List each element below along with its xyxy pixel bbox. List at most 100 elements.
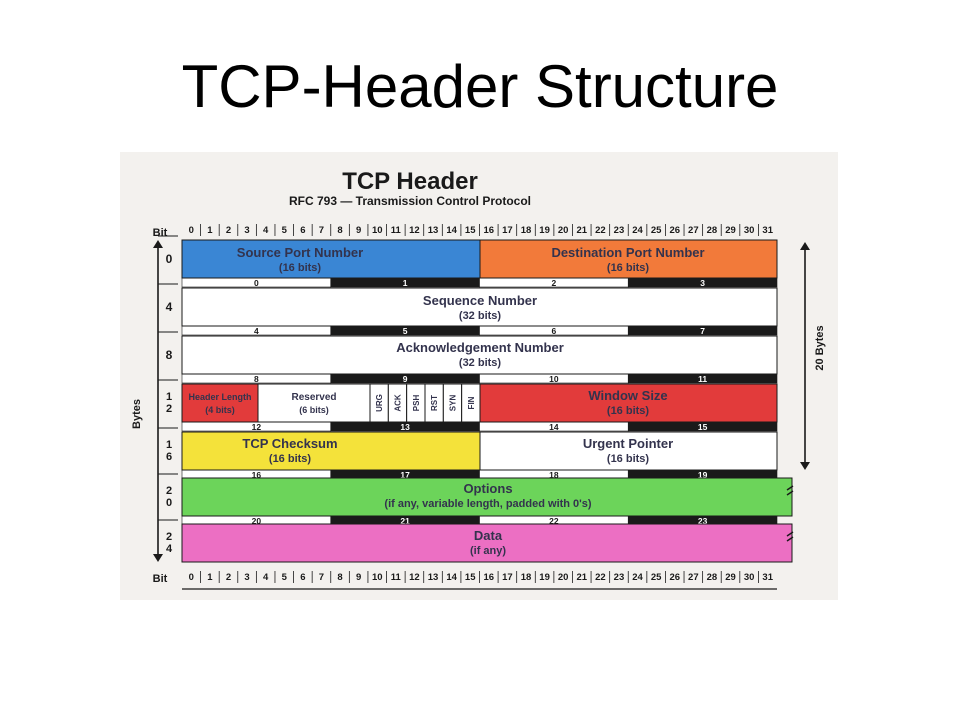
header-length-field <box>181 383 259 423</box>
bit-bottom-number: 30 <box>744 572 755 583</box>
bit-bottom-number: 26 <box>669 572 680 583</box>
row-offset-label: 1 <box>166 439 172 451</box>
options-size: (if any, variable length, padded with 0'… <box>384 498 592 510</box>
header-length-name: Header Length <box>188 392 251 402</box>
byte-number: 16 <box>252 470 262 480</box>
figure-title: TCP Header <box>342 168 478 195</box>
byte-number: 12 <box>252 422 262 432</box>
byte-number: 20 <box>252 516 262 526</box>
bit-bottom-number: 25 <box>651 572 662 583</box>
source-port-size: (16 bits) <box>279 262 322 274</box>
bit-top-number: 29 <box>725 225 736 236</box>
bit-top-number: 18 <box>521 225 532 236</box>
bit-top-number: 28 <box>707 225 718 236</box>
options-break-mark <box>786 485 794 496</box>
byte-number: 6 <box>552 326 557 336</box>
size-axis-arrow-down <box>800 462 810 470</box>
data-break-mark <box>786 531 794 542</box>
window-size-size: (16 bits) <box>607 405 650 417</box>
data-name: Data <box>474 528 503 543</box>
bit-bottom-number: 28 <box>707 572 718 583</box>
bit-top-number: 9 <box>356 225 361 236</box>
bit-top-number: 26 <box>669 225 680 236</box>
bit-bottom-number: 10 <box>372 572 383 583</box>
flag-syn: SYN <box>449 395 458 412</box>
bytes-label-bg <box>128 390 148 450</box>
bit-label-bottom: Bit <box>153 573 168 585</box>
byte-number: 10 <box>549 374 559 384</box>
bit-top-number: 1 <box>207 225 213 236</box>
bit-bottom-number: 14 <box>446 572 457 583</box>
bytes-axis-arrow-down <box>153 554 163 562</box>
bit-bottom-number: 31 <box>762 572 773 583</box>
bit-top-number: 30 <box>744 225 755 236</box>
bit-top-number: 17 <box>502 225 513 236</box>
options-field <box>181 477 793 517</box>
size-label-bg <box>810 317 830 379</box>
bit-top-number: 24 <box>632 225 643 236</box>
tcp-header-diagram: TCP Header RFC 793 — Transmission Contro… <box>128 168 830 590</box>
header-length-size: (4 bits) <box>205 405 235 415</box>
byte-number: 18 <box>549 470 559 480</box>
data-field <box>181 523 793 563</box>
bit-top-number: 8 <box>337 225 342 236</box>
bit-bottom-number: 21 <box>576 572 587 583</box>
bit-bottom-number: 15 <box>465 572 476 583</box>
destination-port-size: (16 bits) <box>607 262 650 274</box>
data-size: (if any) <box>470 545 506 557</box>
bit-bottom-number: 19 <box>539 572 550 583</box>
byte-number: 9 <box>403 374 408 384</box>
bit-top-number: 16 <box>484 225 495 236</box>
row-offset-label: 8 <box>166 348 173 362</box>
sequence-number-name: Sequence Number <box>423 293 537 308</box>
flag-ack: ACK <box>394 394 403 412</box>
byte-number: 3 <box>700 278 705 288</box>
flag-urg: URG <box>375 394 384 412</box>
bit-bottom-number: 23 <box>614 572 625 583</box>
reserved-field <box>257 383 371 423</box>
byte-number: 7 <box>700 326 705 336</box>
bit-bottom-number: 12 <box>409 572 420 583</box>
urgent-pointer-name: Urgent Pointer <box>583 436 673 451</box>
options-name: Options <box>463 481 512 496</box>
bit-bottom-number: 29 <box>725 572 736 583</box>
bit-bottom-number: 27 <box>688 572 699 583</box>
byte-number: 22 <box>549 516 559 526</box>
bit-bottom-number: 3 <box>244 572 249 583</box>
row-offset-label: 0 <box>166 252 173 266</box>
row-offset-label: 2 <box>166 403 172 415</box>
byte-number: 4 <box>254 326 259 336</box>
bit-top-number: 20 <box>558 225 569 236</box>
row-offset-label: 4 <box>166 300 173 314</box>
bit-top-number: 15 <box>465 225 476 236</box>
byte-number: 8 <box>254 374 259 384</box>
byte-number: 13 <box>400 422 410 432</box>
bit-bottom-number: 5 <box>282 572 288 583</box>
source-port-name: Source Port Number <box>237 245 363 260</box>
destination-port-name: Destination Port Number <box>551 245 704 260</box>
size-axis-label: 20 Bytes <box>814 325 826 370</box>
byte-number: 14 <box>549 422 559 432</box>
checksum-size: (16 bits) <box>269 453 312 465</box>
bit-top-number: 23 <box>614 225 625 236</box>
bit-bottom-number: 18 <box>521 572 532 583</box>
flag-rst: RST <box>430 395 439 411</box>
checksum-name: TCP Checksum <box>242 436 337 451</box>
figure-subtitle: RFC 793 — Transmission Control Protocol <box>289 194 531 208</box>
reserved-size: (6 bits) <box>299 405 329 415</box>
source-port-field <box>181 239 481 279</box>
byte-number: 5 <box>403 326 408 336</box>
sequence-number-field <box>181 287 778 327</box>
row-offset-label: 6 <box>166 451 172 463</box>
byte-number: 21 <box>400 516 410 526</box>
size-axis-arrow-up <box>800 242 810 250</box>
bit-top-number: 31 <box>762 225 773 236</box>
row-offset-label: 0 <box>166 497 172 509</box>
bit-top-number: 4 <box>263 225 269 236</box>
bit-top-number: 25 <box>651 225 662 236</box>
bit-bottom-number: 8 <box>337 572 342 583</box>
